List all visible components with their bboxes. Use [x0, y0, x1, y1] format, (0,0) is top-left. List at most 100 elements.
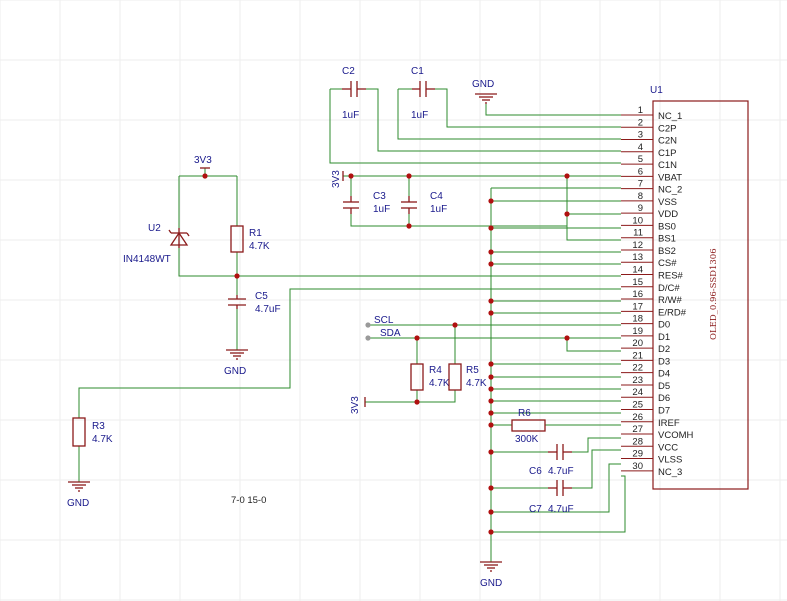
- u1-pin-14-number: 14: [632, 265, 643, 276]
- junctions: [202, 173, 570, 535]
- c3-capacitor[interactable]: [343, 196, 359, 214]
- u2-value: IN4148WT: [123, 254, 171, 265]
- net-3v3-label-1: 3V3: [194, 155, 212, 166]
- u1-pin-10-number: 10: [632, 215, 643, 226]
- r1-resistor[interactable]: [230, 225, 244, 253]
- c4-ref: C4: [430, 191, 443, 202]
- c6-value: 4.7uF: [548, 466, 574, 477]
- gnd-symbol-c5: [226, 349, 248, 360]
- u1-pin-27-number: 27: [632, 424, 643, 435]
- net-endpoints: [365, 322, 371, 341]
- c5-value: 4.7uF: [255, 304, 281, 315]
- r1-value: 4.7K: [249, 241, 270, 252]
- u1-pin-29-number: 29: [632, 449, 643, 460]
- c7-capacitor[interactable]: [548, 480, 572, 496]
- c4-capacitor[interactable]: [401, 196, 417, 214]
- c2-value: 1uF: [342, 110, 359, 121]
- u1-pin-9-number: 9: [638, 203, 643, 214]
- gnd-label-r3: GND: [67, 498, 89, 509]
- c5-ref: C5: [255, 291, 268, 302]
- c6-capacitor[interactable]: [548, 444, 572, 460]
- u1-pin-19-number: 19: [632, 326, 643, 337]
- u1-pin-10-name: BS0: [658, 221, 676, 232]
- gnd-symbols: [68, 93, 502, 572]
- c2-ref: C2: [342, 66, 355, 77]
- r5-value: 4.7K: [466, 378, 487, 389]
- u1-pin-9-name: VDD: [658, 209, 678, 220]
- c7-ref: C7: [529, 504, 542, 515]
- r6-resistor[interactable]: [511, 419, 546, 432]
- u1-pin-22-name: D4: [658, 369, 670, 380]
- u1-pin-5-number: 5: [638, 154, 643, 165]
- c5-capacitor[interactable]: [228, 295, 246, 309]
- u1-pin-17-number: 17: [632, 301, 643, 312]
- u1-pin-11-number: 11: [633, 228, 643, 239]
- net-3v3-label-2: 3V3: [331, 170, 342, 188]
- u1-pin-28-number: 28: [632, 436, 643, 447]
- u1-pin-25-number: 25: [632, 399, 643, 410]
- gnd-symbol-top: [475, 93, 497, 104]
- u1-pin-16-number: 16: [632, 289, 643, 300]
- gnd-symbol-r3: [68, 481, 90, 492]
- net-sda-label: SDA: [380, 328, 401, 339]
- r3-ref: R3: [92, 421, 105, 432]
- gnd-label-top: GND: [472, 79, 494, 90]
- u1-pin-24-name: D6: [658, 393, 670, 404]
- r3-value: 4.7K: [92, 434, 113, 445]
- u1-pin-17-name: E/RD#: [658, 307, 687, 318]
- c7-value: 4.7uF: [548, 504, 574, 515]
- r4-ref: R4: [429, 365, 442, 376]
- u1-pin-21-number: 21: [632, 350, 643, 361]
- u1-pin-1-number: 1: [638, 105, 643, 116]
- u1-pin-11-name: BS1: [658, 234, 676, 245]
- c3-value: 1uF: [373, 204, 390, 215]
- u1-pin-7-name: NC_2: [658, 185, 682, 196]
- u1-pin-25-name: D7: [658, 405, 670, 416]
- u1-pin-23-name: D5: [658, 381, 670, 392]
- c4-value: 1uF: [430, 204, 447, 215]
- u1-pin-1-name: NC_1: [658, 111, 682, 122]
- r3-resistor[interactable]: [72, 417, 86, 447]
- u1-pin-14-name: RES#: [658, 271, 684, 282]
- u2-diode[interactable]: [168, 228, 190, 248]
- c2-capacitor[interactable]: [342, 81, 366, 97]
- u1-pin-5-name: C1N: [658, 160, 677, 171]
- u1-pin-12-number: 12: [632, 240, 643, 251]
- u1-pin-20-number: 20: [632, 338, 643, 349]
- u1-pin-6-number: 6: [638, 166, 643, 177]
- u1-part-name: OLED_0.96-SSD1306: [709, 248, 719, 340]
- r1-ref: R1: [249, 228, 262, 239]
- u1-pin-19-name: D1: [658, 332, 670, 343]
- u1-pin-4-number: 4: [638, 142, 643, 153]
- u1-body[interactable]: [652, 100, 749, 490]
- c1-capacitor[interactable]: [412, 81, 435, 97]
- u2-ref: U2: [148, 223, 161, 234]
- u1-ref: U1: [650, 85, 663, 96]
- r4-resistor[interactable]: [410, 363, 424, 391]
- u1-pin-27-name: VCOMH: [658, 430, 694, 441]
- net-scl-label: SCL: [374, 315, 394, 326]
- u1-pin-21-name: D3: [658, 356, 670, 367]
- u1-pin-15-name: D/C#: [658, 283, 680, 294]
- u1-pin-16-name: R/W#: [658, 295, 682, 306]
- gnd-label-c5: GND: [224, 366, 246, 377]
- gnd-symbol-bottom: [480, 561, 502, 572]
- u1-pin-7-number: 7: [638, 179, 643, 190]
- u1-pin-18-name: D0: [658, 320, 670, 331]
- u1-pin-4-name: C1P: [658, 148, 676, 159]
- net-3v3-label-3: 3V3: [350, 396, 361, 414]
- r4-value: 4.7K: [429, 378, 450, 389]
- u1-pin-15-number: 15: [632, 277, 643, 288]
- u1-pin-24-number: 24: [632, 387, 643, 398]
- u1-pin-13-name: CS#: [658, 258, 677, 269]
- r5-ref: R5: [466, 365, 479, 376]
- r5-resistor[interactable]: [448, 363, 462, 391]
- u1-pin-13-number: 13: [632, 252, 643, 263]
- c6-ref: C6: [529, 466, 542, 477]
- u1-pin-28-name: VCC: [658, 442, 678, 453]
- u1-pin-29-name: VLSS: [658, 455, 682, 466]
- c3-ref: C3: [373, 191, 386, 202]
